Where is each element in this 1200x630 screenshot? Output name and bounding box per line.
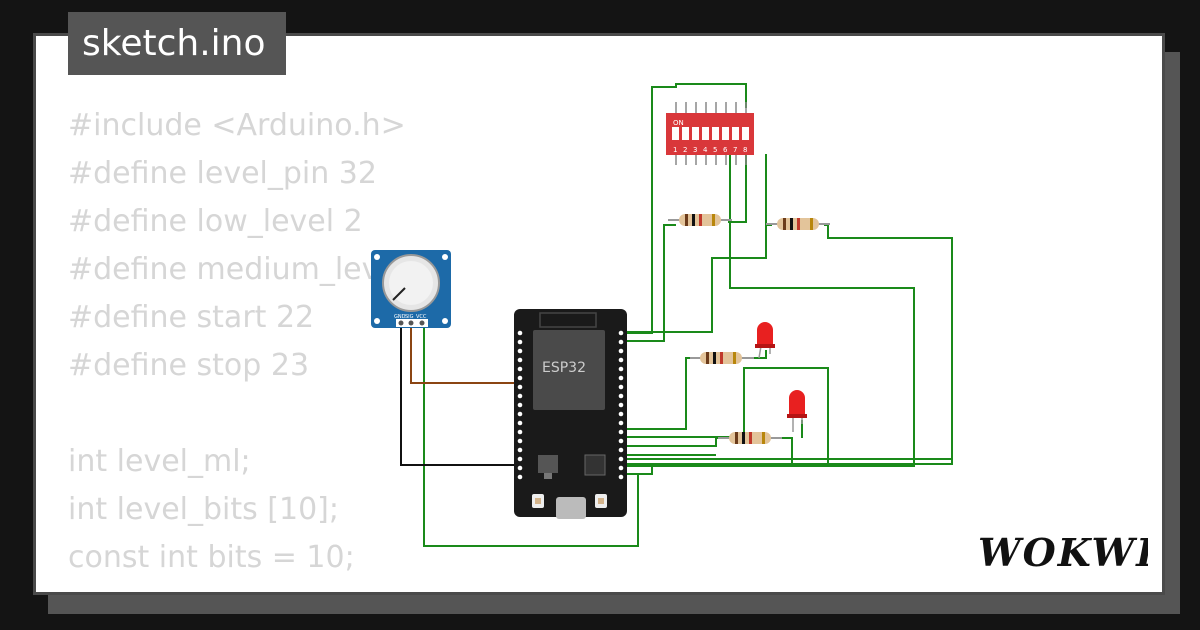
pot-pin-label: VCC bbox=[416, 314, 427, 320]
resistor bbox=[668, 214, 732, 226]
potentiometer: GND SIG VCC bbox=[371, 250, 451, 328]
code-line: #define stop 23 bbox=[68, 348, 310, 383]
led-red bbox=[755, 322, 775, 359]
dip-switch: ON 1 2 3 4 5 6 7 8 bbox=[666, 102, 754, 165]
dip-number: 3 bbox=[693, 146, 697, 154]
wokwi-logo: WOKWI bbox=[978, 530, 1148, 575]
code-line: #define start 22 bbox=[68, 300, 315, 335]
sketch-title: sketch.ino bbox=[68, 12, 286, 75]
resistor bbox=[690, 352, 754, 364]
board-label: ESP32 bbox=[542, 360, 586, 376]
dip-number: 7 bbox=[733, 146, 737, 154]
code-line: #define level_pin 32 bbox=[68, 156, 377, 191]
dip-number: 8 bbox=[743, 146, 747, 154]
dip-number: 1 bbox=[673, 146, 677, 154]
dip-number: 2 bbox=[683, 146, 687, 154]
dip-number: 4 bbox=[703, 146, 708, 154]
signal-wire bbox=[410, 323, 518, 384]
resistor bbox=[766, 218, 830, 230]
dip-number: 6 bbox=[723, 146, 728, 154]
pot-pin-label: SIG bbox=[405, 314, 414, 320]
code-line: int level_ml; bbox=[68, 444, 251, 479]
ground-wire bbox=[400, 323, 518, 466]
code-line: #include <Arduino.h> bbox=[68, 108, 406, 143]
pot-pin-label: GND bbox=[394, 314, 406, 320]
resistor bbox=[718, 432, 782, 444]
dip-on-label: ON bbox=[673, 119, 684, 127]
dip-number: 5 bbox=[713, 146, 717, 154]
code-preview: #include <Arduino.h> #define level_pin 3… bbox=[68, 102, 406, 582]
code-line: #define low_level 2 bbox=[68, 204, 363, 239]
code-line: int level_bits [10]; bbox=[68, 492, 339, 527]
esp32-board: ESP32 bbox=[514, 309, 627, 519]
code-line: const int bits = 10; bbox=[68, 540, 355, 575]
brand-wordmark: WOKWI bbox=[978, 530, 1148, 575]
led-red bbox=[787, 390, 807, 432]
